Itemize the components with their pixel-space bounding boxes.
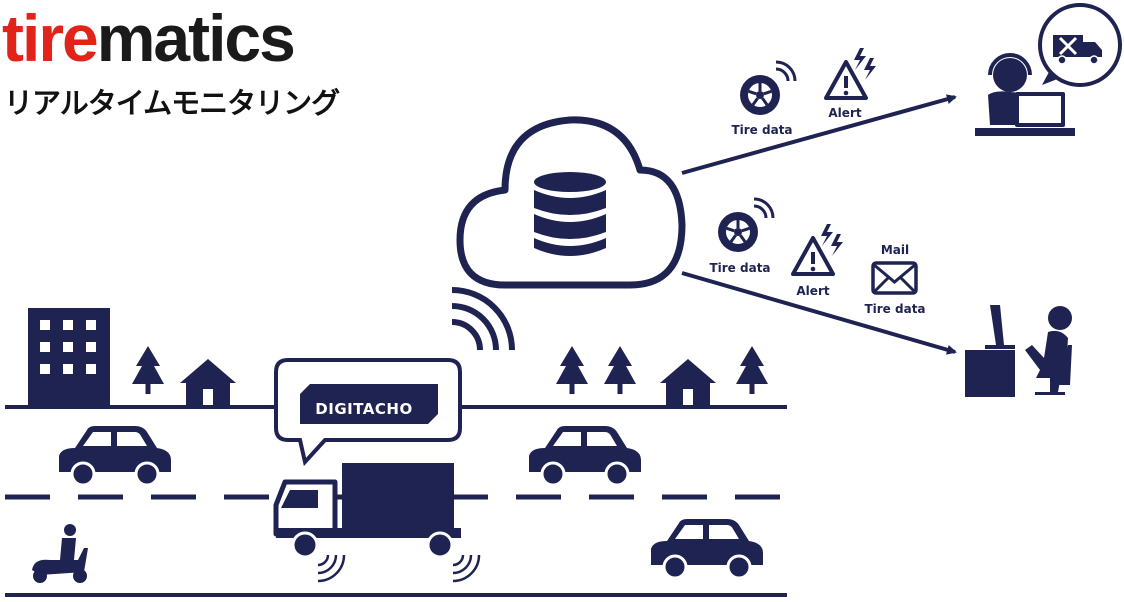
digitacho-label: DIGITACHO bbox=[300, 394, 428, 424]
car-icon bbox=[57, 424, 173, 487]
tire-icon bbox=[716, 197, 775, 254]
operator-icon bbox=[975, 3, 1122, 136]
tree-icon bbox=[736, 346, 768, 394]
cloud-database-icon bbox=[456, 116, 686, 289]
office-worker-icon bbox=[965, 305, 1072, 397]
arrow-to-office bbox=[681, 271, 957, 355]
truck-icon bbox=[273, 463, 481, 583]
logo-part-tire: tire bbox=[2, 1, 99, 75]
arrow-to-operator bbox=[681, 94, 957, 175]
wireless-signal-icon bbox=[451, 287, 515, 351]
alert-icon bbox=[824, 46, 878, 100]
mail-tire-data-label: Tire data bbox=[864, 302, 926, 316]
logo-subtitle: リアルタイムモニタリング bbox=[4, 86, 340, 120]
car-icon bbox=[649, 517, 765, 580]
lower-alert-label: Alert bbox=[796, 284, 830, 298]
lower-tire-data-label: Tire data bbox=[709, 261, 771, 275]
tree-icon bbox=[556, 346, 588, 394]
tree-icon bbox=[604, 346, 636, 394]
car-icon bbox=[527, 424, 643, 487]
building-icon bbox=[28, 308, 110, 407]
tree-icon bbox=[132, 346, 164, 394]
logo-part-matics: matics bbox=[96, 1, 296, 75]
upper-tire-data-label: Tire data bbox=[731, 123, 793, 137]
mail-label: Mail bbox=[880, 243, 910, 257]
alert-icon bbox=[791, 222, 845, 276]
upper-alert-label: Alert bbox=[828, 106, 862, 120]
scooter-icon bbox=[32, 524, 88, 583]
tire-icon bbox=[738, 60, 797, 117]
mail-icon bbox=[871, 261, 918, 295]
house-icon bbox=[660, 359, 716, 405]
house-icon bbox=[180, 359, 236, 405]
tirematics-logo: tirematics bbox=[2, 1, 296, 75]
